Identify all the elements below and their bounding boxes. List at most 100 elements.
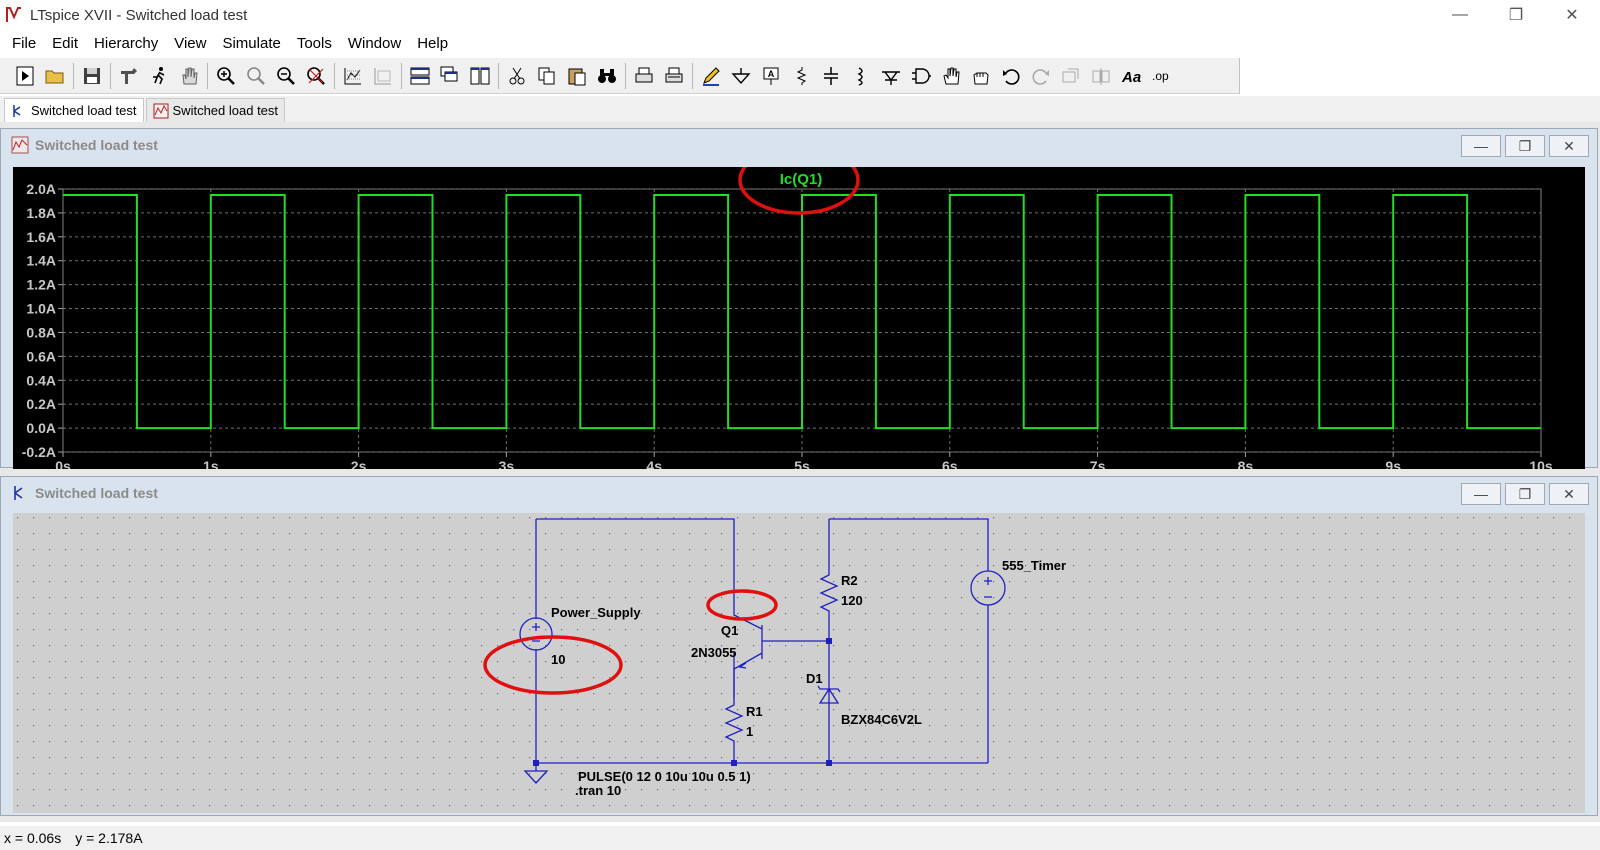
ground-icon bbox=[731, 67, 751, 84]
find-button[interactable] bbox=[592, 61, 622, 91]
diode-button[interactable] bbox=[876, 61, 906, 91]
halt-button[interactable] bbox=[174, 61, 204, 91]
menu-window[interactable]: Window bbox=[347, 34, 402, 52]
zoom-out-button[interactable] bbox=[271, 61, 301, 91]
r2-value[interactable]: 120 bbox=[841, 593, 863, 608]
grid-button[interactable] bbox=[368, 61, 398, 91]
schematic-window-titlebar[interactable]: Switched load test bbox=[1, 477, 1597, 509]
menu-view[interactable]: View bbox=[174, 34, 207, 52]
menu-help[interactable]: Help bbox=[417, 34, 449, 52]
text-button[interactable]: Aa bbox=[1116, 61, 1146, 91]
power-supply-value[interactable]: 10 bbox=[551, 652, 565, 667]
restore-button[interactable]: ❐ bbox=[1508, 7, 1524, 24]
menu-edit[interactable]: Edit bbox=[52, 34, 79, 52]
y-tick-label: 1.2A bbox=[26, 277, 56, 293]
zoom-in-button[interactable] bbox=[211, 61, 241, 91]
tab-waveform[interactable]: Switched load test bbox=[145, 98, 286, 122]
mirror-button[interactable] bbox=[1086, 61, 1116, 91]
r1-value[interactable]: 1 bbox=[746, 724, 753, 739]
mirror-icon bbox=[1092, 67, 1110, 85]
waveform-window-titlebar[interactable]: Switched load test bbox=[1, 129, 1597, 161]
capacitor-button[interactable] bbox=[816, 61, 846, 91]
trace-ic-q1[interactable] bbox=[63, 194, 1541, 430]
run-button[interactable] bbox=[144, 61, 174, 91]
resistor-button[interactable] bbox=[786, 61, 816, 91]
waveform-minimize-button[interactable]: — bbox=[1461, 135, 1501, 157]
ground-button[interactable] bbox=[726, 61, 756, 91]
undo-button[interactable] bbox=[996, 61, 1026, 91]
transistor-q1-icon[interactable] bbox=[733, 608, 763, 698]
x-tick-label: 8s bbox=[1238, 458, 1254, 469]
d1-name[interactable]: D1 bbox=[806, 671, 823, 686]
timer-label[interactable]: 555_Timer bbox=[1002, 558, 1066, 573]
pan-button[interactable] bbox=[241, 61, 271, 91]
resistor-r1-icon[interactable] bbox=[724, 698, 744, 743]
tile-horizontal-button[interactable] bbox=[405, 61, 435, 91]
copy-button[interactable] bbox=[532, 61, 562, 91]
r1-name[interactable]: R1 bbox=[746, 704, 763, 719]
save-button[interactable] bbox=[77, 61, 107, 91]
zoom-fit-button[interactable] bbox=[301, 61, 331, 91]
schematic-minimize-button[interactable]: — bbox=[1461, 483, 1501, 505]
schematic-window-title: Switched load test bbox=[35, 485, 158, 501]
waveform-close-button[interactable]: ✕ bbox=[1549, 135, 1589, 157]
tile-vertical-button[interactable] bbox=[465, 61, 495, 91]
paste-button[interactable] bbox=[562, 61, 592, 91]
waveform-chart[interactable]: 2.0A1.8A1.6A1.4A1.2A1.0A0.8A0.6A0.4A0.2A… bbox=[13, 145, 1585, 474]
open-button[interactable] bbox=[40, 61, 70, 91]
menu-hierarchy[interactable]: Hierarchy bbox=[94, 34, 159, 52]
zener-diode-d1-icon[interactable] bbox=[817, 683, 841, 705]
schematic-canvas[interactable]: Power_Supply 10 Q1 2N3055 R1 1 bbox=[13, 513, 1585, 813]
spice-directive-button[interactable]: .op bbox=[1146, 61, 1176, 91]
waveform-maximize-button[interactable]: ❐ bbox=[1505, 135, 1545, 157]
x-tick-label: 5s bbox=[794, 458, 810, 469]
drag-button[interactable] bbox=[966, 61, 996, 91]
minimize-button[interactable]: — bbox=[1452, 6, 1468, 23]
q1-name[interactable]: Q1 bbox=[721, 623, 738, 638]
component-button[interactable] bbox=[906, 61, 936, 91]
schematic-close-button[interactable]: ✕ bbox=[1549, 483, 1589, 505]
r2-name[interactable]: R2 bbox=[841, 573, 858, 588]
wire-r2-top[interactable] bbox=[829, 518, 989, 571]
x-tick-label: 9s bbox=[1385, 458, 1401, 469]
rotate-button[interactable] bbox=[1056, 61, 1086, 91]
diode-icon bbox=[882, 70, 900, 85]
schematic-drawing[interactable]: Power_Supply 10 Q1 2N3055 R1 1 bbox=[13, 513, 1585, 813]
close-button[interactable]: ✕ bbox=[1565, 7, 1579, 24]
menu-file[interactable]: File bbox=[12, 34, 37, 52]
move-button[interactable] bbox=[936, 61, 966, 91]
cut-button[interactable] bbox=[502, 61, 532, 91]
annotation-circle-collector bbox=[706, 589, 778, 621]
document-tabs: Switched load test Switched load test bbox=[0, 96, 1600, 122]
label-net-button[interactable]: A bbox=[756, 61, 786, 91]
print-preview-button[interactable] bbox=[659, 61, 689, 91]
menu-simulate[interactable]: Simulate bbox=[222, 34, 281, 52]
tran-directive[interactable]: .tran 10 bbox=[575, 783, 621, 798]
power-supply-source-icon[interactable] bbox=[519, 617, 553, 651]
trace-label[interactable]: Ic(Q1) bbox=[780, 171, 823, 188]
cascade-button[interactable] bbox=[435, 61, 465, 91]
schematic-maximize-button[interactable]: ❐ bbox=[1505, 483, 1545, 505]
power-supply-label[interactable]: Power_Supply bbox=[551, 605, 641, 620]
tab-schematic[interactable]: Switched load test bbox=[4, 98, 144, 122]
svg-text:A: A bbox=[768, 69, 775, 79]
binoculars-icon bbox=[598, 68, 616, 83]
redo-button[interactable] bbox=[1026, 61, 1056, 91]
fist-icon bbox=[973, 72, 989, 84]
control-panel-button[interactable] bbox=[114, 61, 144, 91]
resistor-r2-icon[interactable] bbox=[819, 568, 839, 613]
pulse-directive[interactable]: PULSE(0 12 0 10u 10u 0.5 1) bbox=[578, 769, 751, 784]
draw-wire-button[interactable] bbox=[696, 61, 726, 91]
q1-model[interactable]: 2N3055 bbox=[691, 645, 737, 660]
timer-source-icon[interactable] bbox=[970, 570, 1006, 606]
print-button[interactable] bbox=[629, 61, 659, 91]
copy-icon bbox=[538, 67, 555, 84]
wire-top-left[interactable] bbox=[536, 518, 735, 608]
menu-tools[interactable]: Tools bbox=[296, 34, 332, 52]
autorange-button[interactable] bbox=[338, 61, 368, 91]
junction-dot bbox=[731, 760, 737, 766]
d1-model[interactable]: BZX84C6V2L bbox=[841, 712, 922, 727]
inductor-button[interactable] bbox=[846, 61, 876, 91]
new-schematic-button[interactable] bbox=[10, 61, 40, 91]
